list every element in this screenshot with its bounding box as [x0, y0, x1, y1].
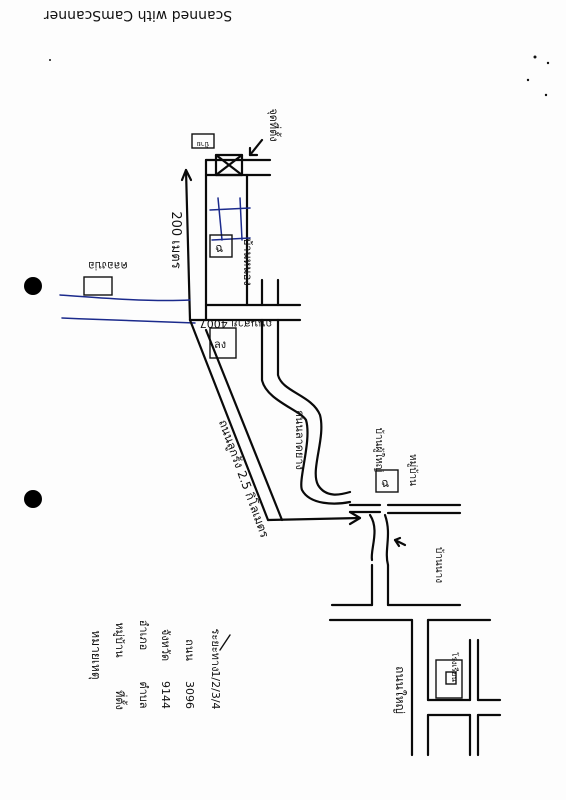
svg-text:ลง: ลง [214, 338, 226, 351]
legend-row-4-a: หมู่บ้าน [113, 622, 126, 658]
village-right-label: หมู่บ้าน [407, 454, 419, 486]
legend-row-2-a: จังหวัด [159, 629, 172, 661]
legend-title: หมายเหตุ [88, 630, 103, 679]
house-box-icon [209, 234, 233, 258]
marker-x-label: จุดที่ตั้ง [267, 108, 282, 141]
legend-row-4-b: ที่ตั้ง [113, 690, 128, 710]
distance-arrow [180, 168, 193, 322]
distance-label: 200 เมตร [168, 211, 183, 268]
legend-row-1-a: ถนน [183, 639, 196, 661]
punch-hole-bottom [24, 490, 42, 508]
lower-roads [328, 563, 502, 757]
river-lines [59, 197, 251, 324]
legend-row-3-a: อำเภอ [137, 620, 150, 650]
legend-row-1-b: 3096 [183, 681, 196, 709]
curve-road-label: ถนนลูกรัง 2.5 กิโลเมตร [215, 418, 272, 541]
legend-row-3-b: ตำบล [137, 681, 150, 708]
headman-house-icon [375, 469, 399, 493]
legend-row-0-b: ระยะทาง [209, 629, 222, 672]
svg-text:ฉ: ฉ [215, 241, 223, 255]
legend-row-0-a: 1/2/3/4 [209, 670, 222, 709]
side-road-label: ถนนลาดยาง [293, 410, 306, 470]
small-box-label: ป้าย [197, 140, 209, 148]
school-box-icon [435, 659, 463, 699]
river-sign-box [83, 276, 113, 296]
house-label: บ้านผู้ใหญ่ [373, 428, 385, 473]
bridge [348, 503, 462, 567]
punch-hole-top [24, 277, 42, 295]
legend: หมายเหตุ 1/2/3/4 ระยะทาง ถนน 3096 จังหวั… [88, 620, 231, 710]
school-label: โรงเรียน [450, 652, 460, 682]
main-road-label: ถนนใหญ่ [393, 666, 407, 714]
svg-text:ฉ: ฉ [381, 476, 389, 490]
road-top-label: ถนนสาย 4007 [200, 317, 273, 330]
x-marker-icon [191, 133, 264, 177]
curved-road [260, 318, 352, 505]
temple-box-icon [209, 327, 237, 359]
bridge-right-label: บ้านนาง [433, 547, 445, 583]
river-label: คลองบ่อ [88, 259, 128, 272]
legend-row-2-b: 9144 [159, 681, 172, 709]
village-top-label: บ้านหนอง [241, 238, 254, 285]
diagonal-road [188, 318, 362, 526]
